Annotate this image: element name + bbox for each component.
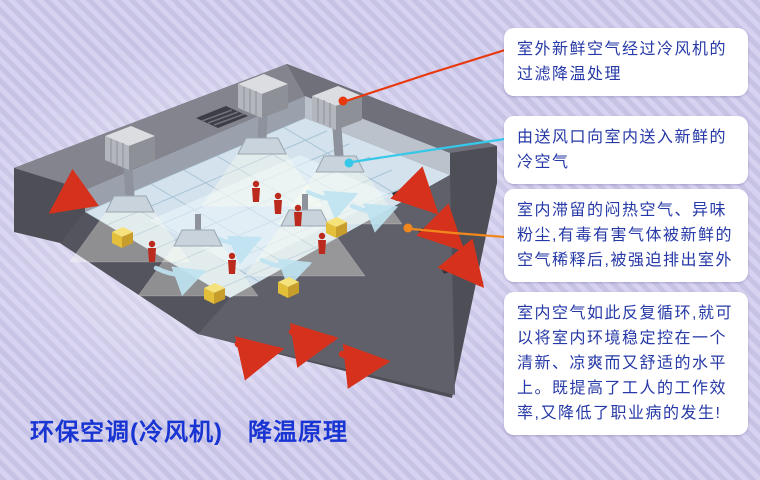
callout-fresh-air-intake: 室外新鲜空气经过冷风机的过滤降温处理 [504,28,748,96]
connector-line-3 [411,227,506,239]
ceiling-diffuser [173,229,223,247]
workers [148,180,326,274]
ceiling-diffusers [105,137,365,247]
ceiling-diffuser [105,195,155,213]
exhaust-arrow [48,168,99,214]
worker-figure [274,192,282,214]
rooftop-unit-2 [238,74,288,118]
exhaust-arrow [288,322,339,368]
supply-duct [123,167,135,197]
airflow-arrow [153,265,207,297]
interior-wall-left [85,96,305,212]
connector-dot-2 [344,158,354,168]
connector-line-2 [351,137,506,164]
rooftop-unit-1 [105,126,155,170]
supply-duct [332,127,344,157]
airflow-arrow [305,189,359,220]
connector-lines [345,48,506,239]
supply-duct [257,115,268,139]
ceiling-diffuser [280,209,330,227]
exhaust-arrow [437,238,485,288]
connector-dot-3 [403,223,413,233]
ceiling-diffuser [315,155,365,173]
airflow-arrow [259,257,313,289]
callout-text: 室内空气如此反复循环,就可以将室内环境稳定控在一个清新、凉爽而又舒适的水平上。既… [517,305,733,422]
roof-strip-left [14,64,305,190]
exhaust-arrow [338,343,391,389]
callout-text: 室外新鲜空气经过冷风机的过滤降温处理 [517,41,728,83]
callout-exhaust-air: 室内滞留的闷热空气、异味粉尘,有毒有害气体被新鲜的空气稀释后,被强迫排出室外 [504,189,748,282]
connector-line-1 [345,48,506,103]
machine [326,217,347,238]
page-title: 环保空调(冷风机) 降温原理 [30,419,348,446]
callout-text: 由送风口向室内送入新鲜的冷空气 [517,129,728,171]
machines [112,217,347,304]
callout-circulation-summary: 室内空气如此反复循环,就可以将室内环境稳定控在一个清新、凉爽而又舒适的水平上。既… [504,292,748,435]
roof-strip-right [287,64,497,153]
supply-ducts [123,115,344,230]
worker-figure [252,180,260,202]
machine [112,227,133,248]
roof-vent-grille [196,106,248,128]
worker-figure [294,204,302,226]
machine [278,277,299,298]
ceiling-diffuser [237,137,287,155]
callout-text: 室内滞留的闷热空气、异味粉尘,有毒有害气体被新鲜的空气稀释后,被强迫排出室外 [517,202,733,269]
worker-figure [228,252,236,274]
callout-supply-vent: 由送风口向室内送入新鲜的冷空气 [504,116,748,184]
exhaust-arrow [234,336,285,381]
connector-dot-1 [338,96,348,106]
front-wall-left [60,212,230,334]
worker-figure [318,232,326,254]
machine [204,283,225,304]
worker-figure [148,240,156,262]
